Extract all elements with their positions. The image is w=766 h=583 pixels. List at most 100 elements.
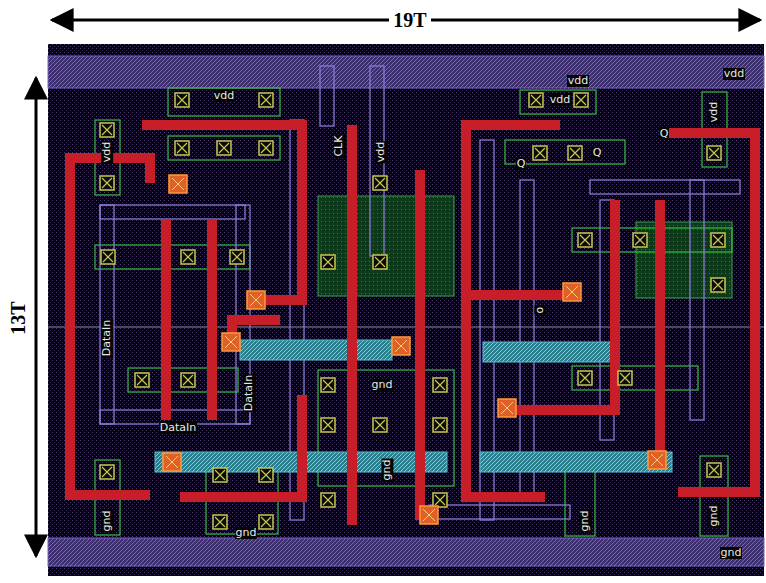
via <box>392 337 410 355</box>
contact <box>135 373 149 387</box>
contact <box>373 255 387 269</box>
contact <box>101 250 115 264</box>
contact <box>321 418 335 432</box>
metal1-wire <box>207 220 217 420</box>
poly-bar <box>480 452 672 472</box>
net-label: vdd <box>723 68 745 80</box>
vdd-rail <box>48 56 764 88</box>
metal2-wire <box>100 205 114 424</box>
net-label: vdd <box>708 101 720 123</box>
metal2-wire <box>590 180 740 194</box>
metal2-wire <box>100 205 245 219</box>
net-label: gnd <box>371 379 394 391</box>
contact <box>321 255 335 269</box>
contact <box>217 141 231 155</box>
active-region <box>572 228 732 252</box>
via-array <box>163 175 666 524</box>
metal2-wire <box>100 66 740 520</box>
net-label: gnd <box>235 527 258 539</box>
net-label: gnd <box>720 547 743 559</box>
contact <box>433 378 447 392</box>
active-region <box>168 136 280 160</box>
metal1-wire <box>161 220 171 420</box>
contact <box>373 418 387 432</box>
contact <box>100 123 114 137</box>
contact <box>230 250 244 264</box>
contact <box>711 233 725 247</box>
net-label: gnd <box>579 510 591 533</box>
net-label: vdd <box>101 141 113 163</box>
n-well <box>636 222 732 298</box>
contact <box>181 250 195 264</box>
height-dimension <box>35 78 38 556</box>
active-region <box>95 245 250 269</box>
via <box>247 291 265 309</box>
net-label: DataIn <box>243 374 255 412</box>
via <box>648 451 666 469</box>
contact <box>711 278 725 292</box>
gnd-rail <box>48 538 764 566</box>
net-label: gnd <box>381 459 393 482</box>
contact <box>213 468 227 482</box>
net-label: CLK <box>334 134 346 157</box>
via <box>420 506 438 524</box>
contact <box>373 176 387 190</box>
active-region <box>128 368 238 392</box>
contact <box>175 141 189 155</box>
contact <box>433 493 447 507</box>
net-label: Q <box>592 147 603 159</box>
contact-array <box>100 93 725 529</box>
metal2-wire <box>690 180 704 420</box>
active-region <box>168 88 280 116</box>
cell-background <box>48 44 764 576</box>
metal1-wire <box>505 200 615 410</box>
contact <box>533 146 547 160</box>
contact <box>259 141 273 155</box>
metal1-wire <box>347 125 357 525</box>
net-label: DataIn <box>159 422 197 434</box>
contact <box>578 371 592 385</box>
via <box>563 283 581 301</box>
contact <box>574 93 588 107</box>
contact <box>259 93 273 107</box>
active-region <box>95 88 732 536</box>
net-label: vdd <box>549 94 571 106</box>
net-label: vdd <box>567 75 589 87</box>
net-label: Q <box>659 128 670 140</box>
net-label: Q <box>516 158 527 170</box>
contact <box>433 418 447 432</box>
active-region <box>520 90 596 114</box>
contact <box>259 515 273 529</box>
contact <box>321 493 335 507</box>
contact <box>578 233 592 247</box>
metal2-wire <box>320 66 334 126</box>
net-label: vdd <box>375 141 387 163</box>
metal1-wire <box>420 170 432 515</box>
dimension-label: 19T <box>389 9 430 31</box>
metal1-wire <box>655 200 665 460</box>
net-label: DataIn <box>101 319 113 357</box>
poly-bar <box>483 342 613 362</box>
contact <box>707 146 721 160</box>
metal1-wire <box>470 290 572 300</box>
via <box>169 175 187 193</box>
net-label: vdd <box>213 90 235 102</box>
net-label: gnd <box>708 505 720 528</box>
active-region <box>572 366 698 390</box>
contact <box>175 93 189 107</box>
metal1-wire <box>665 133 755 492</box>
contact <box>259 468 273 482</box>
contact <box>529 93 543 107</box>
contact <box>321 378 335 392</box>
via <box>163 453 181 471</box>
metal1-wire <box>180 395 302 497</box>
contact <box>568 146 582 160</box>
contact <box>100 176 114 190</box>
contact <box>633 233 647 247</box>
net-label: gnd <box>101 510 113 533</box>
metal1-wire <box>466 125 560 497</box>
via <box>498 399 516 417</box>
